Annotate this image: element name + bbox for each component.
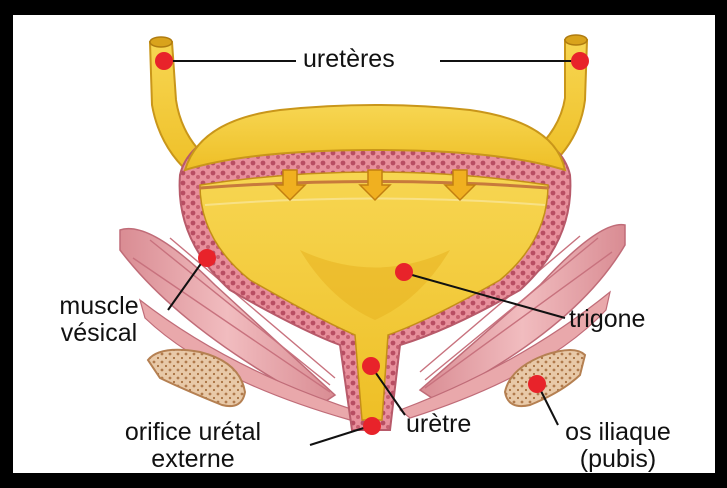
marker-uretre [362, 357, 380, 375]
marker-ureter-right [571, 52, 589, 70]
label-uretre: urètre [406, 412, 471, 437]
marker-ureter-left [155, 52, 173, 70]
marker-muscle-vesical [198, 249, 216, 267]
figure-panel: uretères muscle vésical trigone urètre o… [13, 15, 715, 473]
label-muscle-vesical-line2: vésical [39, 321, 159, 346]
marker-os-iliaque [528, 375, 546, 393]
label-trigone: trigone [569, 307, 645, 332]
label-os-iliaque-line1: os iliaque [543, 420, 693, 445]
leader-orifice [310, 426, 370, 445]
label-orifice-line2: externe [93, 447, 293, 472]
label-ureteres: uretères [303, 47, 395, 72]
label-os-iliaque-line2: (pubis) [543, 447, 693, 472]
marker-orifice [363, 417, 381, 435]
label-muscle-vesical-line1: muscle [39, 294, 159, 319]
marker-trigone [395, 263, 413, 281]
label-orifice-line1: orifice urétal [93, 420, 293, 445]
bladder-anatomy-illustration [13, 15, 715, 473]
